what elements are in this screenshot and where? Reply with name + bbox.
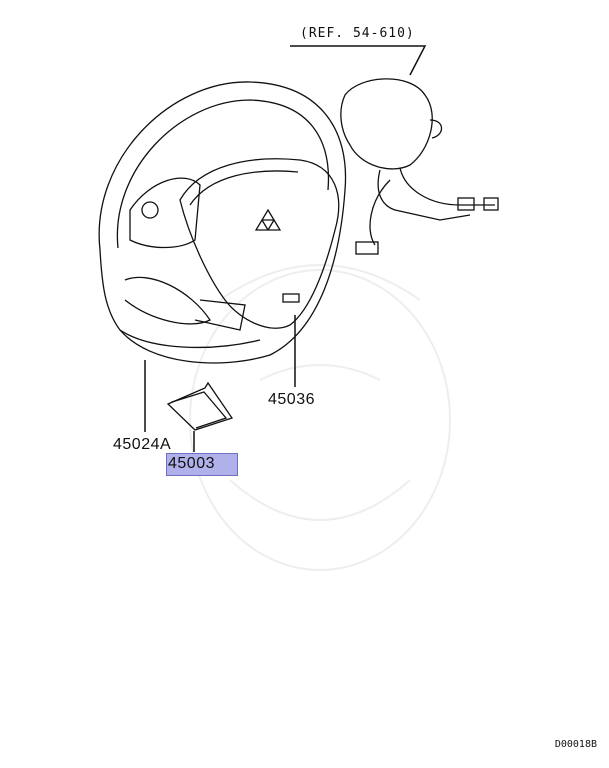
- leader-lines: [144, 45, 427, 452]
- clock-spring: [340, 78, 499, 255]
- part-label-45024a[interactable]: 45024A: [113, 436, 172, 453]
- reference-label: (REF. 54-610): [300, 26, 415, 41]
- steering-wheel: [98, 81, 347, 364]
- part-label-45036[interactable]: 45036: [268, 391, 315, 408]
- part-highlight: [166, 453, 238, 476]
- part-45003-drawing: [166, 381, 234, 431]
- watermark: [189, 264, 451, 571]
- airbag-module: [179, 158, 340, 329]
- part-label-45003[interactable]: 45003: [168, 455, 215, 472]
- diagram-code: D00018B: [554, 739, 597, 750]
